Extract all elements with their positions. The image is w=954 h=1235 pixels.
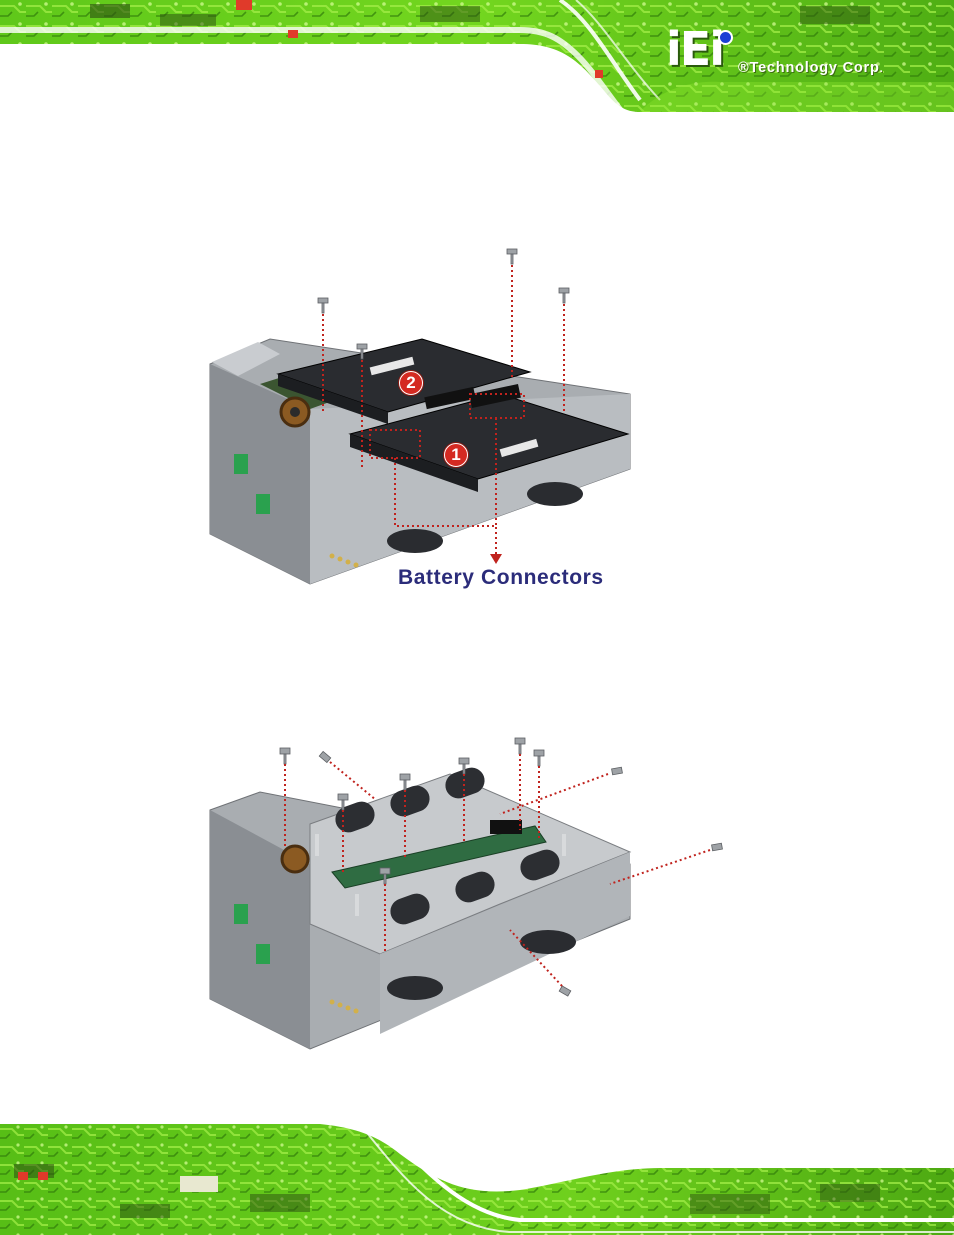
header-pcb-graphic bbox=[0, 0, 954, 112]
brand-dot: . bbox=[880, 63, 884, 75]
iei-logo: iEi bbox=[666, 22, 723, 76]
header-band: iEi ®Technology Corp. bbox=[0, 0, 954, 112]
bracket-install-illustration bbox=[200, 734, 740, 1064]
footer-band bbox=[0, 1124, 954, 1235]
brand-text: ®Technology Corp. bbox=[738, 60, 884, 76]
battery-install-illustration bbox=[200, 244, 640, 594]
battery-2-badge: 2 bbox=[399, 371, 423, 395]
brand-name: ®Technology Corp bbox=[738, 60, 880, 76]
footer-pcb-graphic bbox=[0, 1124, 954, 1235]
battery-connectors-label: Battery Connectors bbox=[398, 566, 604, 590]
bracket-install-figure bbox=[200, 734, 740, 1064]
screw-icon bbox=[318, 249, 569, 359]
battery-1-badge: 1 bbox=[444, 443, 468, 467]
logo-dot-icon bbox=[718, 30, 733, 45]
battery-install-figure: 2 1 bbox=[200, 244, 640, 594]
